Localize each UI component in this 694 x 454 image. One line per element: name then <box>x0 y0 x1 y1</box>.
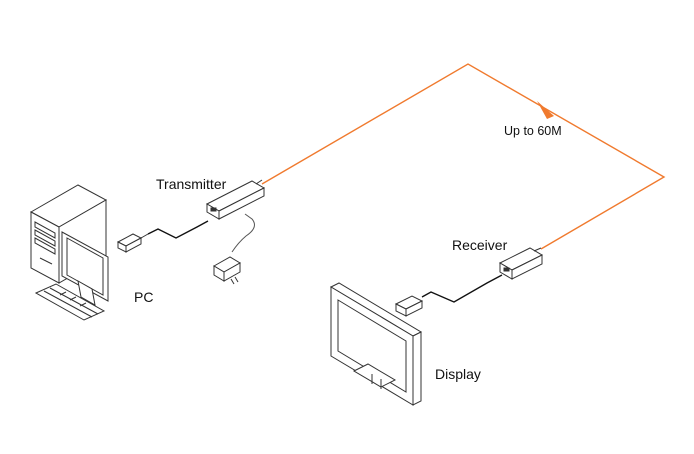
display-label: Display <box>435 366 481 382</box>
hdmi-plug-icon <box>116 233 149 253</box>
hdmi-cable <box>147 220 209 239</box>
monitor-icon <box>61 231 109 306</box>
transmitter-label: Transmitter <box>156 176 227 192</box>
pc-label: PC <box>134 289 154 305</box>
transmitter-icon <box>205 179 266 220</box>
display-icon <box>329 282 423 406</box>
keyboard-icon <box>34 283 106 321</box>
power-adapter-icon <box>213 256 241 285</box>
hdmi-cable-display <box>421 274 503 303</box>
receiver-label: Receiver <box>452 237 508 253</box>
range-label: Up to 60M <box>504 124 562 138</box>
hdmi-plug-icon <box>394 295 424 317</box>
direction-arrow-icon <box>537 101 554 119</box>
power-cable <box>231 213 255 253</box>
fiber-cable <box>261 63 666 250</box>
receiver-icon <box>498 247 544 280</box>
